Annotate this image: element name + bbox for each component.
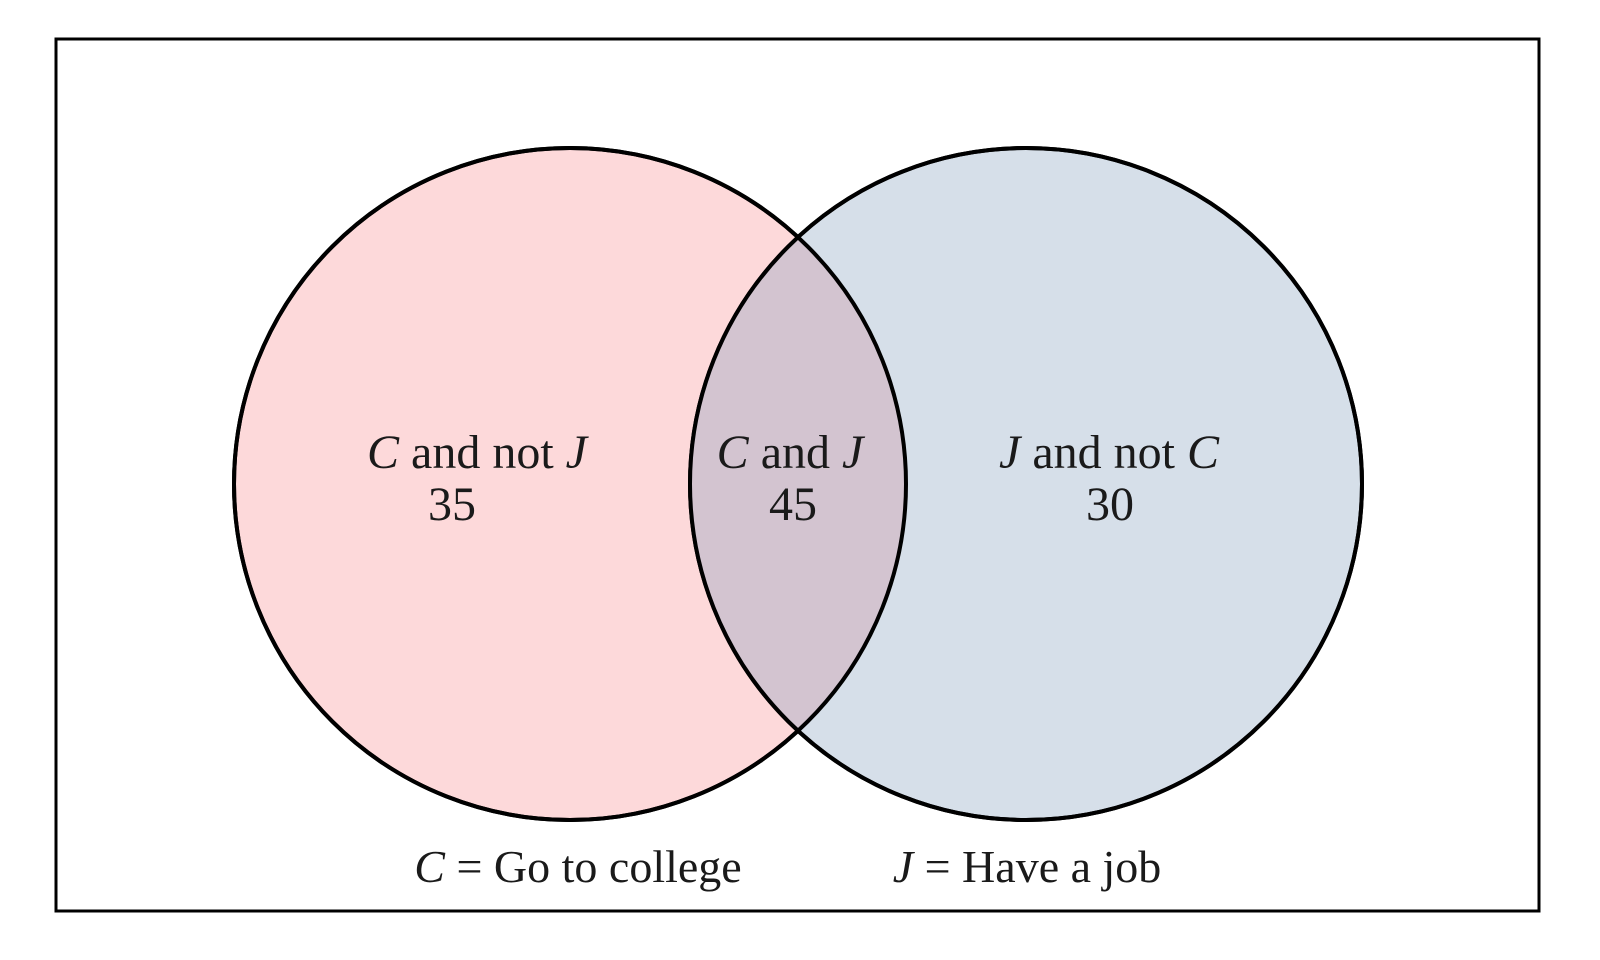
var-c: C: [1187, 426, 1220, 479]
legend-text: = Go to college: [445, 841, 742, 892]
var-c: C: [367, 426, 400, 479]
legend-college: C = Go to college: [414, 841, 741, 892]
legend-text: = Have a job: [913, 841, 1161, 892]
figure-border: [54, 37, 1541, 913]
label-text: and not: [399, 426, 566, 479]
value-c-and-j: 45: [769, 478, 817, 531]
label-text: and not: [1020, 426, 1187, 479]
value-j-and-not-c: 30: [1086, 478, 1134, 531]
legend-job: J = Have a job: [893, 841, 1162, 892]
overlap-region: [690, 148, 906, 820]
label-j-and-not-c: J and not C: [999, 426, 1220, 479]
label-text: and: [749, 426, 842, 479]
var-j: J: [999, 426, 1023, 479]
circle-college-outline: [232, 146, 908, 822]
var-j: J: [842, 426, 866, 479]
var-j: J: [566, 426, 590, 479]
var-c: C: [414, 841, 446, 892]
label-c-and-j: C and J: [717, 426, 866, 479]
value-c-and-not-j: 35: [428, 478, 476, 531]
label-c-and-not-j: C and not J: [367, 426, 590, 479]
var-c: C: [717, 426, 750, 479]
var-j: J: [893, 841, 916, 892]
circle-job-outline: [688, 146, 1364, 822]
